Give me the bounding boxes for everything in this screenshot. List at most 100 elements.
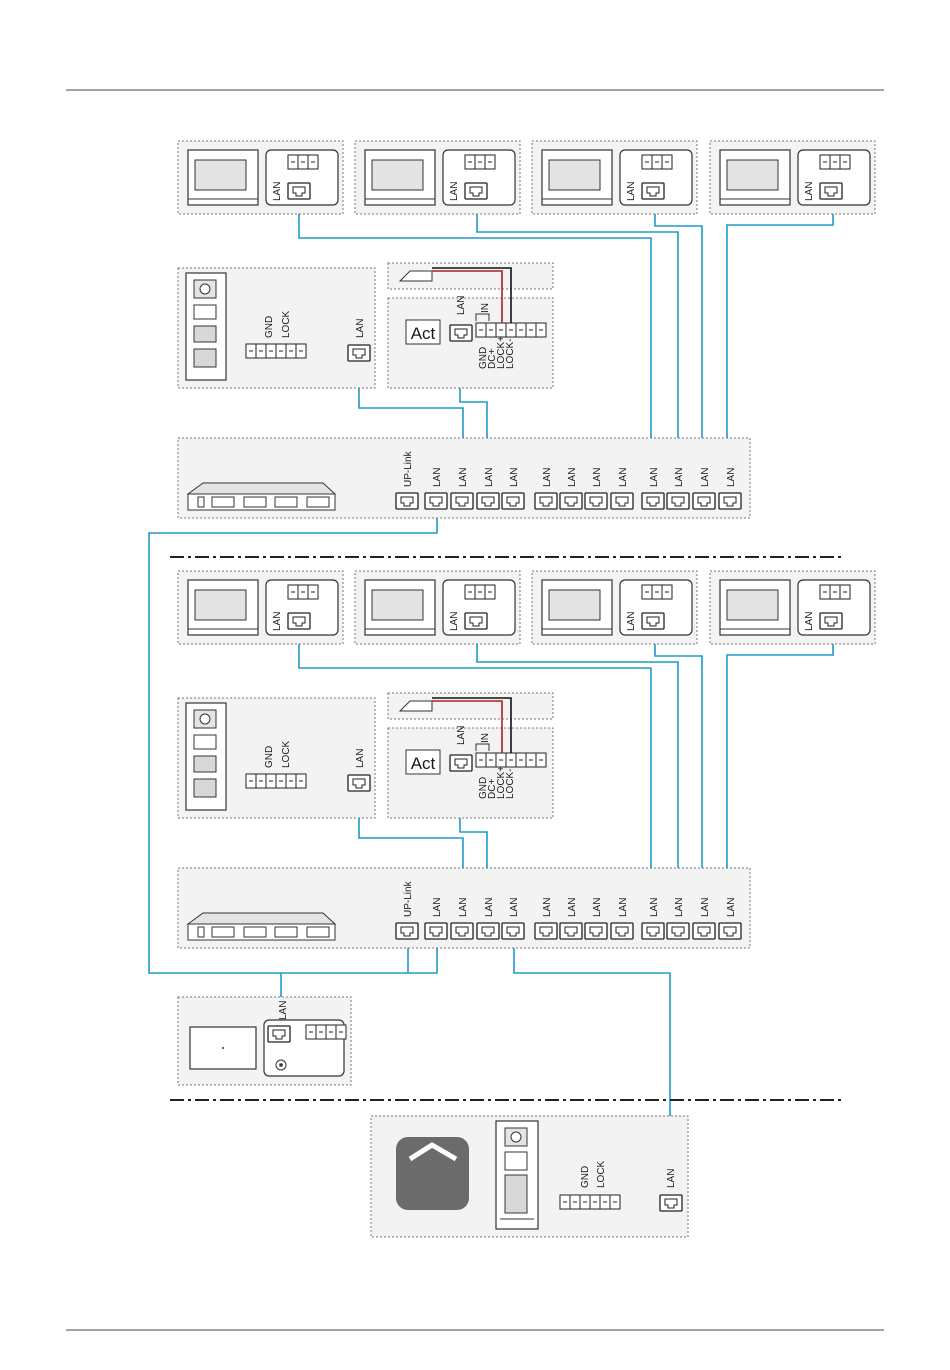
indoor-monitor-icon: LAN <box>355 571 520 644</box>
terminal-block-icon <box>465 585 495 599</box>
port-body <box>396 493 418 509</box>
port-body <box>451 493 473 509</box>
port-body <box>477 923 499 939</box>
indoor-monitor-icon: LAN <box>532 141 697 214</box>
lock-label: LOCK <box>281 310 292 338</box>
port-body <box>465 183 487 199</box>
indoor-monitor-icon: LAN <box>178 141 343 214</box>
terminal-block-icon <box>288 155 318 169</box>
lan-port-icon <box>642 183 664 199</box>
port-body <box>667 493 689 509</box>
port-body <box>288 183 310 199</box>
lan-port-icon <box>288 183 310 199</box>
name-plate <box>194 735 216 749</box>
terminal-block-icon <box>642 155 672 169</box>
lan-label: LAN <box>509 468 520 487</box>
lan-label: LAN <box>626 182 637 201</box>
monitor-screen <box>372 160 423 190</box>
camera-lens <box>200 284 210 294</box>
lan-port-icon <box>348 345 370 361</box>
lan-port-icon <box>667 493 689 509</box>
lan-port-icon <box>611 923 633 939</box>
terminal-block-icon <box>560 1195 620 1209</box>
lan-port-icon <box>425 493 447 509</box>
port-body <box>820 613 842 629</box>
lan-port-icon <box>642 923 664 939</box>
guard-dot <box>222 1047 224 1049</box>
act-label: Act <box>411 324 436 343</box>
lan-label: LAN <box>484 468 495 487</box>
port-body <box>425 923 447 939</box>
lan-port-icon <box>288 613 310 629</box>
name-plate <box>194 305 216 319</box>
indoor-monitor-icon: LAN <box>355 141 520 214</box>
lan-port-icon <box>502 493 524 509</box>
lan-label: LAN <box>278 1001 289 1020</box>
lan-label: LAN <box>649 898 660 917</box>
lan-port-icon <box>348 775 370 791</box>
lan-label: LAN <box>674 468 685 487</box>
terminal-block-icon <box>820 585 850 599</box>
port-body <box>585 493 607 509</box>
lan-port-icon <box>611 493 633 509</box>
switch-led <box>275 497 297 507</box>
lan-label: LAN <box>432 468 443 487</box>
terminal-block-icon <box>306 1025 346 1039</box>
indoor-monitor-icon: LAN <box>710 571 875 644</box>
port-body <box>425 493 447 509</box>
lan-port-icon <box>585 493 607 509</box>
port-body <box>719 493 741 509</box>
port-body <box>288 613 310 629</box>
lan-label: LAN <box>272 612 283 631</box>
lock-label: LOCK <box>281 740 292 768</box>
lan-port-icon <box>425 923 447 939</box>
terminal-block-icon <box>246 344 306 358</box>
indoor-monitor-icon: LAN <box>178 571 343 644</box>
lan-port-icon <box>667 923 689 939</box>
lan-label: LAN <box>649 468 660 487</box>
lan-port-icon <box>820 613 842 629</box>
lan-port-icon <box>450 755 472 771</box>
port-body <box>667 923 689 939</box>
port-body <box>450 755 472 771</box>
actuator-module-icon: ActLANINGNDDC+LOCK+LOCK- <box>388 263 553 388</box>
terminal-block-icon <box>465 155 495 169</box>
port-body <box>585 923 607 939</box>
camera-lens <box>511 1132 521 1142</box>
port-body <box>660 1195 682 1211</box>
lan-port-icon <box>820 183 842 199</box>
lan-port-icon <box>502 923 524 939</box>
port-body <box>465 613 487 629</box>
lan-port-icon <box>268 1026 290 1042</box>
lan-label: LAN <box>618 898 629 917</box>
lock-minus-label: LOCK- <box>505 338 516 369</box>
lock-minus-label: LOCK- <box>505 768 516 799</box>
lan-port-icon <box>465 183 487 199</box>
switch-led <box>198 497 204 507</box>
lan-label: LAN <box>567 468 578 487</box>
lan-port-icon <box>560 923 582 939</box>
indoor-monitor-icon: LAN <box>532 571 697 644</box>
switch-led <box>275 927 297 937</box>
port-body <box>502 923 524 939</box>
switch-led <box>244 497 266 507</box>
lan-port-icon <box>693 493 715 509</box>
lan-label: LAN <box>484 898 495 917</box>
lan-label: LAN <box>458 898 469 917</box>
switch-led <box>244 927 266 937</box>
uplink-label: UP-Link <box>403 880 414 917</box>
port-body <box>693 493 715 509</box>
lan-label: LAN <box>542 468 553 487</box>
lan-port-icon <box>719 923 741 939</box>
monitor-screen <box>195 590 246 620</box>
electric-lock-icon <box>388 693 553 719</box>
lan-port-icon <box>465 613 487 629</box>
lock-label: LOCK <box>596 1160 607 1188</box>
lan-label: LAN <box>592 898 603 917</box>
card-reader-icon <box>194 349 216 367</box>
lan-label: LAN <box>804 182 815 201</box>
